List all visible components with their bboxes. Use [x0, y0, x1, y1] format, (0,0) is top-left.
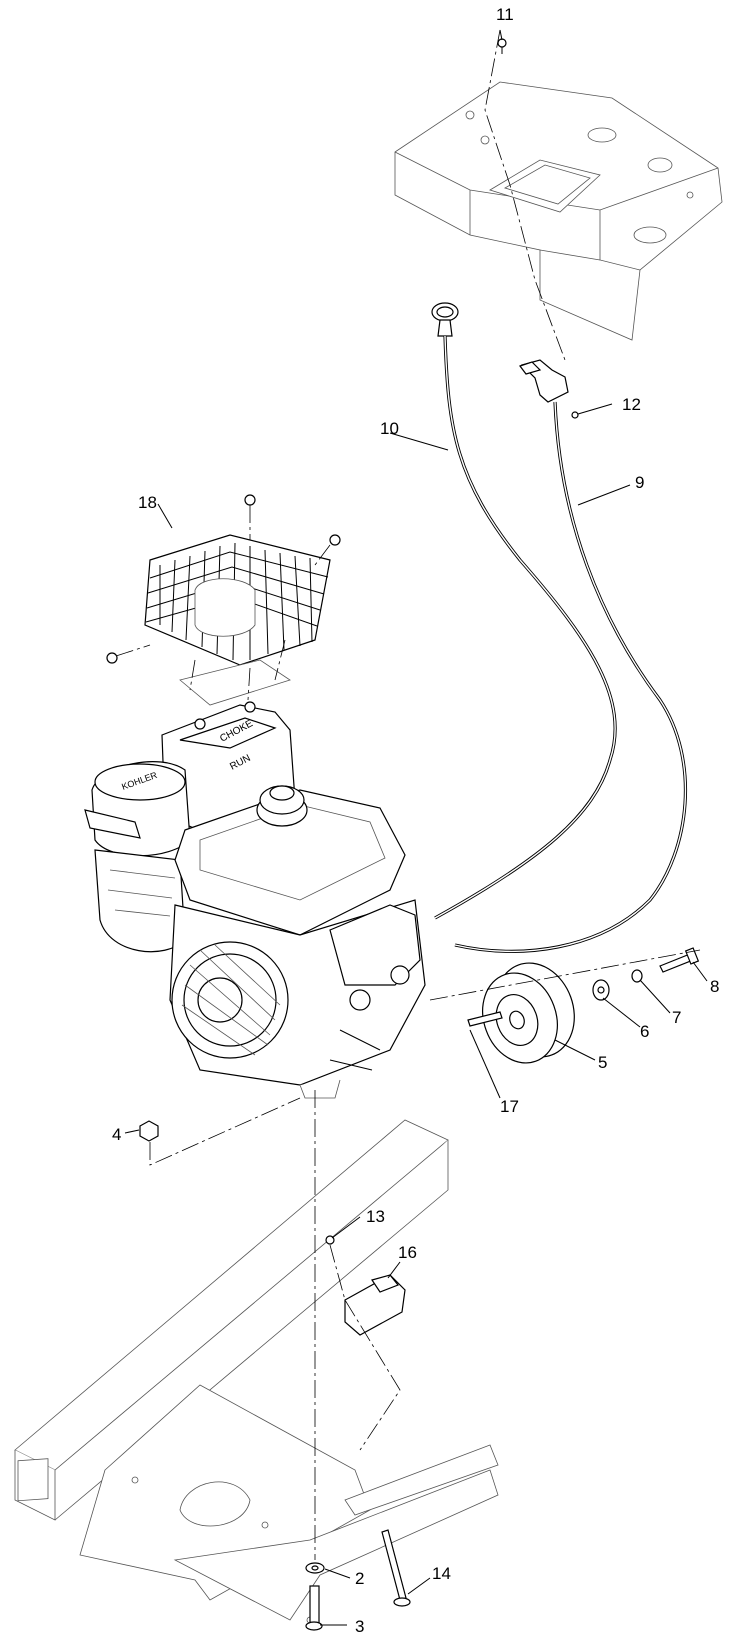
callout-5: 5 [598, 1053, 607, 1072]
nut-4 [139, 1120, 159, 1142]
callout-12: 12 [622, 395, 641, 414]
key-17 [467, 1011, 503, 1027]
callout-17: 17 [500, 1097, 519, 1116]
callout-8: 8 [710, 977, 719, 996]
engine: CHOKE RUN KOHLER [84, 701, 426, 1099]
bolt-13 [381, 1529, 411, 1607]
callout-4: 4 [112, 1125, 121, 1144]
lockwasher-7 [631, 969, 643, 983]
callout-14: 13 [366, 1207, 385, 1226]
throttle-cable-9 [454, 401, 688, 953]
switch-16 [344, 1274, 406, 1336]
washer-6 [592, 979, 610, 1001]
choke-knob-10 [431, 302, 459, 337]
callout-6: 6 [640, 1022, 649, 1041]
callout-11: 11 [496, 5, 514, 24]
callout-2: 2 [355, 1569, 364, 1588]
callout-18: 18 [138, 493, 157, 512]
air-cleaner-guard-18 [106, 494, 341, 706]
screw-11 [497, 38, 507, 54]
washer-2 [305, 1562, 325, 1574]
control-panel [394, 29, 723, 361]
leader-lines [124, 29, 708, 1626]
throttle-control-12 [519, 359, 613, 419]
bolt-3 [305, 1585, 323, 1631]
pulley-5 [482, 962, 575, 1064]
callout-9: 9 [635, 473, 644, 492]
callout-16: 16 [398, 1243, 417, 1262]
choke-cable-10 [434, 335, 617, 920]
frame [14, 1119, 499, 1624]
callout-3: 3 [355, 1617, 364, 1636]
callout-labels: 11 10 12 9 18 8 7 6 5 17 4 13 16 14 2 3 [112, 5, 719, 1636]
callout-7: 7 [672, 1008, 681, 1027]
callout-10: 10 [380, 419, 399, 438]
callout-13: 14 [432, 1564, 451, 1583]
